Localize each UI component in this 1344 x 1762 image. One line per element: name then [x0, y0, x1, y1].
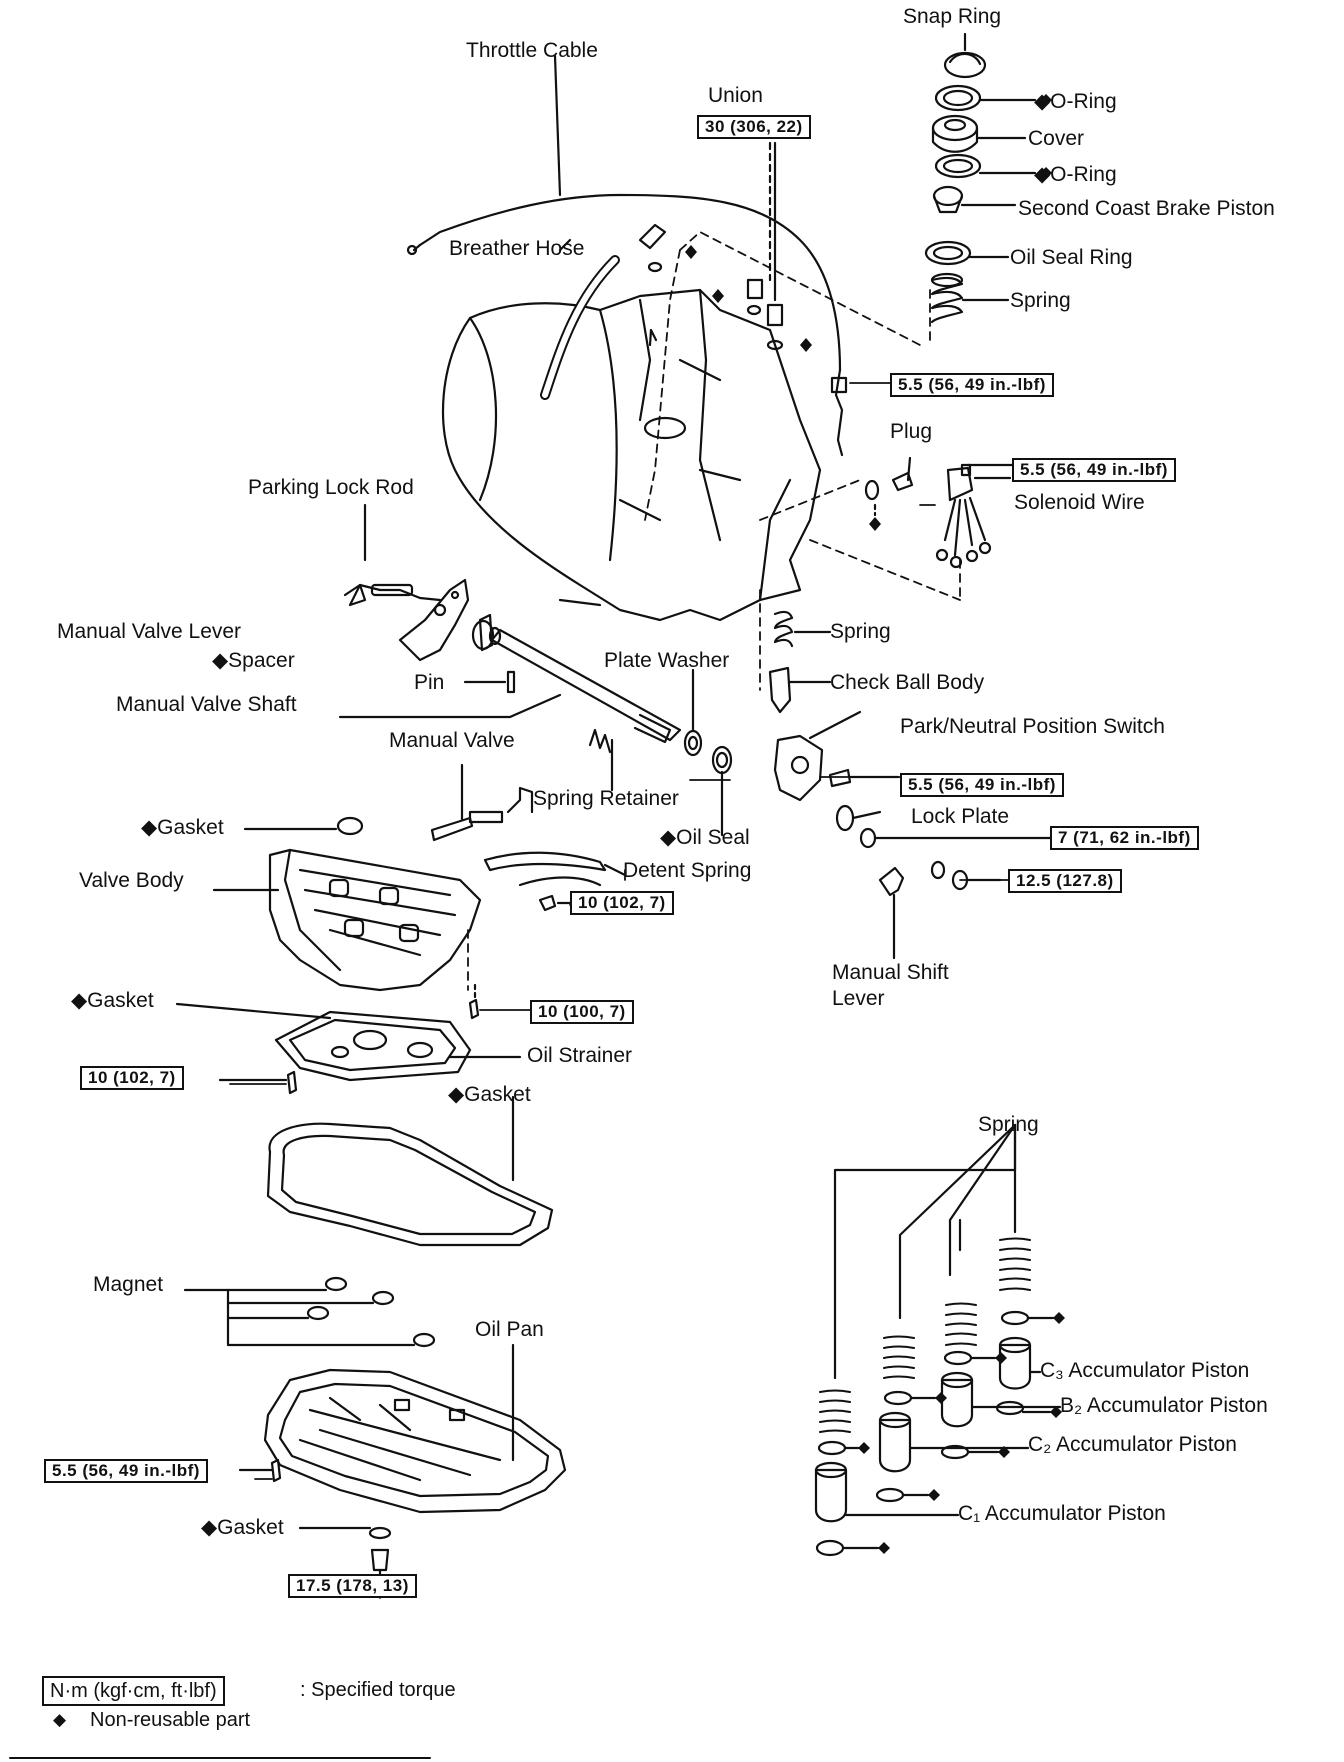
label-spring-accumulator: Spring — [978, 1113, 1039, 1136]
legend-torque-key: N·m (kgf·cm, ft·lbf) — [42, 1676, 225, 1706]
label-b2-accumulator-piston: B₂ Accumulator Piston — [1060, 1394, 1268, 1417]
leader-lines — [229, 382, 1009, 1599]
torque-detent-spring: 10 (102, 7) — [570, 891, 674, 915]
label-manual-valve-shaft: Manual Valve Shaft — [116, 693, 297, 716]
label-oil-strainer: Oil Strainer — [527, 1044, 633, 1067]
legend-diamond-icon: ◆ — [53, 1710, 67, 1729]
label-park-neutral-switch: Park/Neutral Position Switch — [900, 715, 1165, 738]
label-spring-mid: Spring — [830, 620, 891, 643]
magnets — [183, 1276, 436, 1348]
label-manual-valve-lever: Manual Valve Lever — [57, 620, 242, 643]
non-reusable-diamonds — [685, 94, 1065, 1554]
label-o-ring-lower: ◆O-Ring — [1034, 163, 1117, 186]
label-spacer: ◆Spacer — [212, 649, 295, 672]
parking-lock-rod — [343, 503, 442, 607]
torque-oil-pan: 5.5 (56, 49 in.-lbf) — [44, 1459, 208, 1483]
label-c1-accumulator-piston: C₁ Accumulator Piston — [958, 1502, 1166, 1525]
legend-torque-desc: : Specified torque — [300, 1679, 456, 1701]
label-gasket-valve-body: ◆Gasket — [141, 816, 224, 839]
torque-drain-plug: 17.5 (178, 13) — [288, 1574, 417, 1598]
torque-pnp-switch: 5.5 (56, 49 in.-lbf) — [900, 773, 1064, 797]
manual-valve-shaft-part — [338, 626, 733, 837]
valve-body-part — [212, 816, 482, 992]
label-cover: Cover — [1028, 127, 1085, 150]
label-detent-spring: Detent Spring — [623, 859, 752, 882]
label-spring-top: Spring — [1010, 289, 1071, 312]
label-spring-retainer: Spring Retainer — [533, 787, 679, 810]
manual-valve-part — [430, 728, 627, 912]
manual-valve-lever-part — [398, 578, 495, 662]
label-union: Union — [708, 84, 763, 107]
breather-hose — [540, 223, 667, 400]
label-gasket-strainer: ◆Gasket — [71, 989, 154, 1012]
label-solenoid-wire: Solenoid Wire — [1014, 491, 1145, 514]
torque-strainer: 10 (102, 7) — [80, 1066, 184, 1090]
throttle-cable — [406, 54, 848, 457]
second-coast-brake-stack — [924, 32, 1037, 324]
label-oil-pan: Oil Pan — [475, 1318, 544, 1341]
label-lock-plate: Lock Plate — [911, 805, 1010, 828]
oil-strainer-part — [175, 983, 522, 1095]
label-breather-hose: Breather Hose — [449, 237, 585, 260]
label-oil-seal-ring: Oil Seal Ring — [1010, 246, 1133, 269]
label-gasket-pan-top: ◆Gasket — [448, 1083, 531, 1106]
label-throttle-cable: Throttle Cable — [466, 39, 598, 62]
oil-pan-part — [238, 1343, 567, 1592]
torque-nut-12: 12.5 (127.8) — [1008, 869, 1122, 893]
label-c3-accumulator-piston: C₃ Accumulator Piston — [1040, 1359, 1250, 1382]
label-pin: Pin — [414, 671, 445, 694]
label-gasket-drain: ◆Gasket — [201, 1516, 284, 1539]
label-manual-shift-lever-1: Manual Shift — [832, 961, 949, 984]
torque-nut-7: 7 (71, 62 in.-lbf) — [1050, 826, 1199, 850]
label-o-ring-upper: ◆O-Ring — [1034, 90, 1117, 113]
label-check-ball-body: Check Ball Body — [830, 671, 985, 694]
label-second-coast-brake-piston: Second Coast Brake Piston — [1018, 197, 1275, 220]
pan-gasket-part — [266, 1095, 554, 1247]
accumulator-assembly — [814, 1123, 1062, 1557]
label-plate-washer: Plate Washer — [604, 649, 730, 672]
union-fittings — [746, 141, 784, 351]
label-valve-body: Valve Body — [79, 869, 184, 892]
label-snap-ring: Snap Ring — [903, 5, 1002, 28]
torque-solenoid: 5.5 (56, 49 in.-lbf) — [1012, 458, 1176, 482]
label-plug: Plug — [890, 420, 933, 443]
label-magnet: Magnet — [93, 1273, 164, 1296]
torque-cable-bolt: 5.5 (56, 49 in.-lbf) — [890, 373, 1054, 397]
label-manual-shift-lever-2: Lever — [832, 987, 885, 1010]
torque-valve-body: 10 (100, 7) — [530, 1000, 634, 1024]
transmission-case — [441, 288, 822, 622]
legend-nonreusable-desc: Non-reusable part — [90, 1709, 251, 1731]
label-oil-seal: ◆Oil Seal — [660, 826, 750, 849]
label-manual-valve: Manual Valve — [389, 729, 515, 752]
plug-and-solenoid — [864, 456, 1018, 569]
label-parking-lock-rod: Parking Lock Rod — [248, 476, 414, 499]
dashed-leaders — [467, 231, 961, 991]
label-c2-accumulator-piston: C₂ Accumulator Piston — [1028, 1433, 1237, 1456]
torque-union: 30 (306, 22) — [697, 115, 811, 139]
